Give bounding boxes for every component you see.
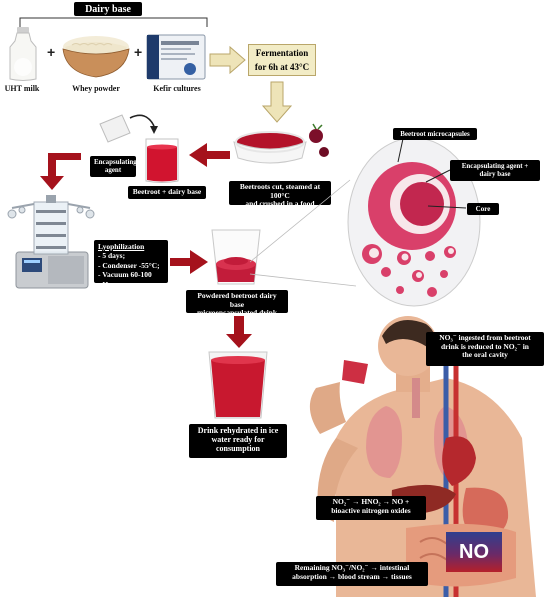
lyophilization-item-1: - 5 days; [98,251,126,261]
beetroot-bowl-icon [233,123,329,164]
mix-label: Beetroot + dairy base [128,186,206,199]
beetroot-process-label: Beetroots cut, steamed at 100°C and crus… [229,181,331,217]
rehydrated-label: Drink rehydrated in ice water ready for … [189,424,287,458]
powder-label: Powdered beetroot dairy base microencaps… [186,290,288,317]
lyophilization-box: Lyophilization - 5 days; - Condenser -55… [94,240,168,289]
arrow-to-lyophilizer [40,153,81,190]
dairy-base-bracket [19,17,208,27]
beaker-icon [145,138,179,183]
arrow-to-mix [189,143,230,167]
lyophilization-item-3: - Vacuum 60-100 µHg [98,270,152,289]
fermentation-line2: for 6h at 43°C [254,62,310,72]
no-badge: NO [446,532,502,572]
milk-bottle-icon [9,27,37,81]
powder-glass-icon [211,229,261,285]
kefir-cultures-label: Kefir cultures [153,84,201,93]
whey-powder-label: Whey powder [72,84,120,93]
lyophilization-item-2: - Condenser -55°C; [98,260,160,270]
core-label: Core [467,203,499,215]
drink-glass-icon [208,351,268,419]
arrow-down-to-beetroot [261,81,293,123]
stomach-note: NO₂⁻ → HNO₂ → NO + bioactive nitrogen ox… [316,496,426,520]
encapsulating-cup-icon [99,114,158,143]
kefir-packet-icon [146,34,206,80]
whey-bowl-icon [62,36,130,78]
lyophilization-title: Lyophilization [98,242,145,251]
plus-sign-2: + [134,44,143,60]
fermentation-box: Fermentation for 6h at 43°C [248,44,316,76]
arrow-to-powder [170,250,208,274]
arrow-to-fermentation [209,45,246,75]
arrow-to-drink [226,316,252,348]
encapsulating-label: Encapsulating agent [90,156,137,177]
plus-sign-1: + [47,44,56,60]
dairy-base-title: Dairy base [74,2,142,16]
intestine-note: Remaining NO₃⁻/NO₂⁻ → intestinal absorpt… [276,562,428,586]
shell-label: Encapsulating agent + dairy base [450,160,540,181]
zoom-lines [249,179,357,287]
uht-milk-label: UHT milk [4,84,40,93]
microcapsules-title: Beetroot microcapsules [393,128,477,140]
freeze-dryer-icon [7,195,95,289]
oral-cavity-note: NO₃⁻ ingested from beetroot drink is red… [426,332,544,366]
microcapsule-zoom [347,133,481,307]
fermentation-line1: Fermentation [255,48,309,58]
